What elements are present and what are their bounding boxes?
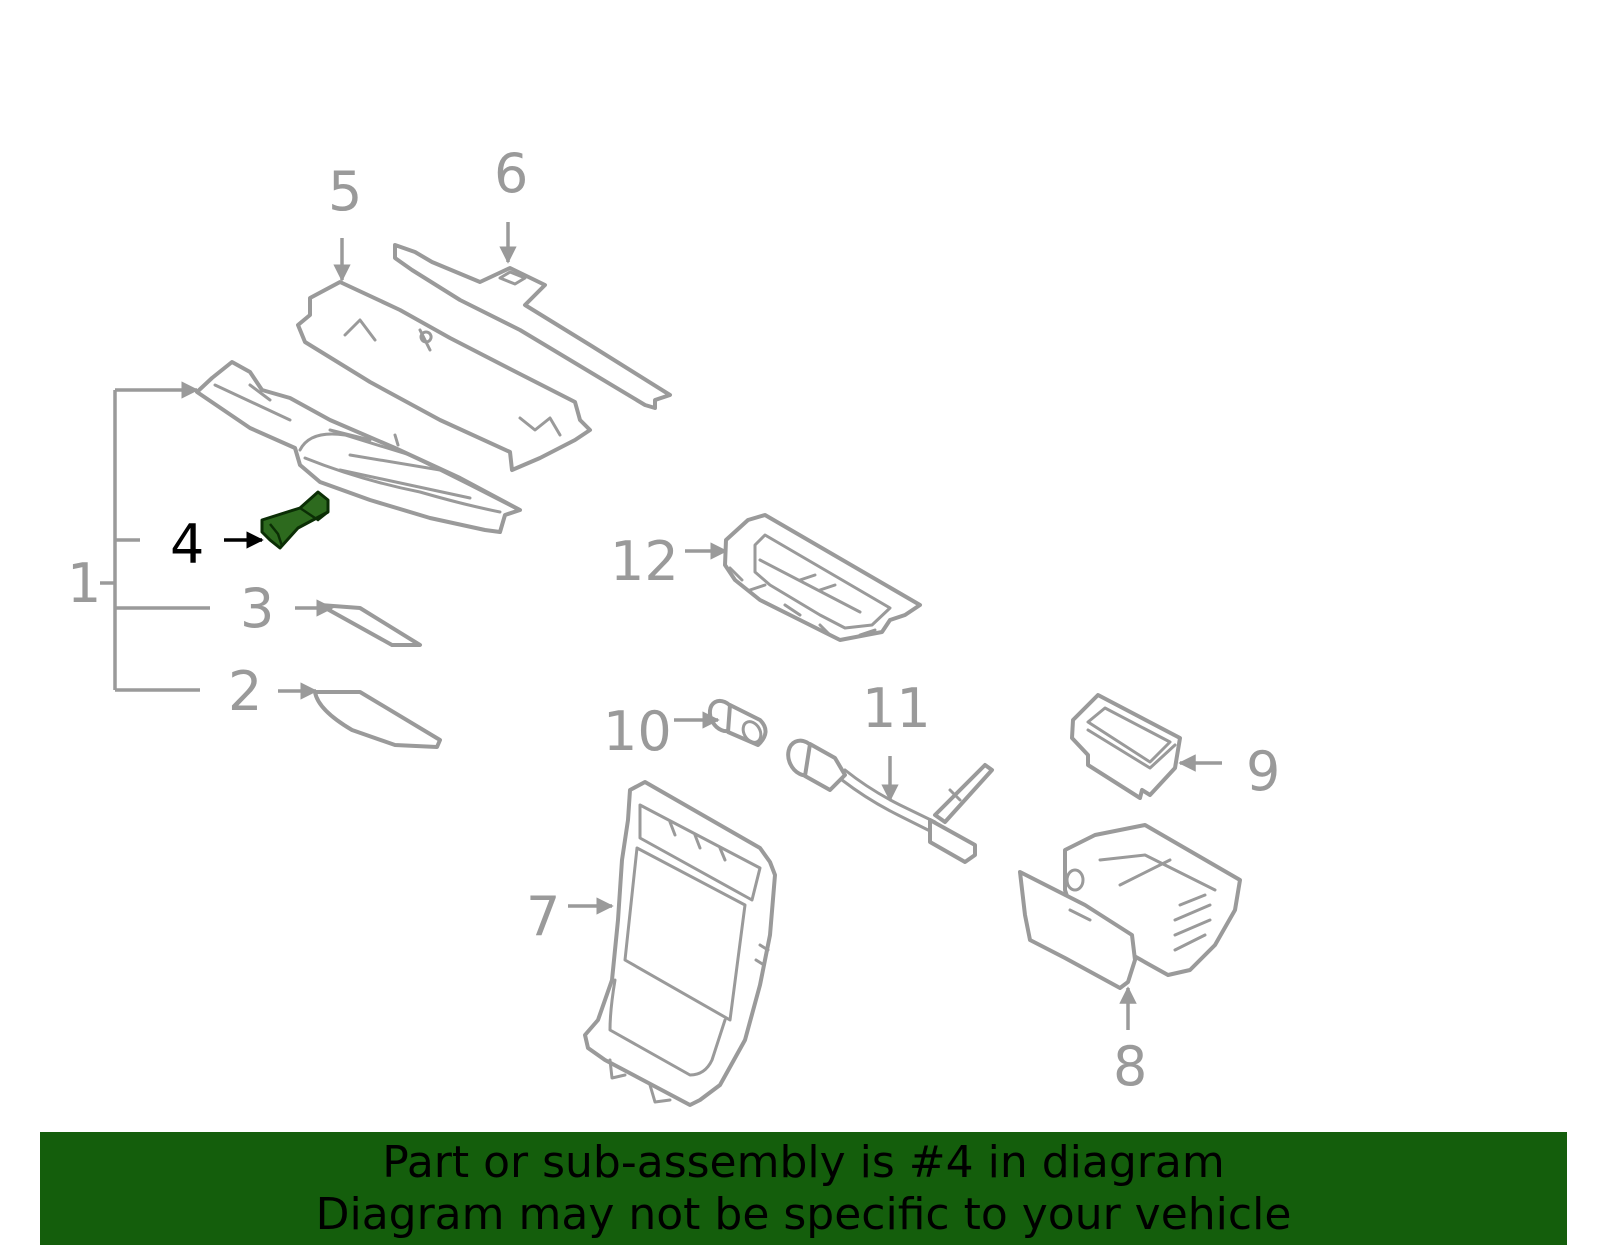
part-1-lower-dash-panel[interactable]	[195, 360, 522, 534]
callout-10: 10	[603, 700, 672, 763]
part-8-glove-box[interactable]	[1018, 823, 1242, 990]
callout-7: 7	[526, 885, 560, 948]
group-1-bracket	[100, 381, 210, 692]
part-4-clip-highlighted[interactable]	[260, 490, 330, 550]
banner-line-2: Diagram may not be specific to your vehi…	[315, 1188, 1292, 1240]
callout-3: 3	[240, 577, 274, 640]
part-9-small-bin[interactable]	[1070, 693, 1182, 800]
callout-12: 12	[610, 530, 679, 593]
callout-1: 1	[67, 552, 101, 615]
callout-6: 6	[494, 142, 528, 205]
callout-4: 4	[170, 513, 204, 576]
part-5-upper-panel[interactable]	[296, 280, 592, 472]
callout-11: 11	[862, 677, 931, 740]
part-7-center-bezel[interactable]	[583, 780, 777, 1107]
info-banner: Part or sub-assembly is #4 in diagram Di…	[40, 1132, 1567, 1245]
part-3-trim-strip[interactable]	[318, 603, 422, 647]
callout-9: 9	[1246, 740, 1280, 803]
callout-8: 8	[1113, 1035, 1147, 1098]
part-2-curved-strip[interactable]	[313, 690, 442, 749]
callout-5: 5	[328, 160, 362, 223]
part-12-switch-panel[interactable]	[723, 513, 922, 642]
callout-2: 2	[228, 660, 262, 723]
part-6-long-strip[interactable]	[393, 243, 672, 410]
part-11-lighter-wire[interactable]	[783, 736, 994, 864]
banner-line-1: Part or sub-assembly is #4 in diagram	[382, 1136, 1225, 1188]
